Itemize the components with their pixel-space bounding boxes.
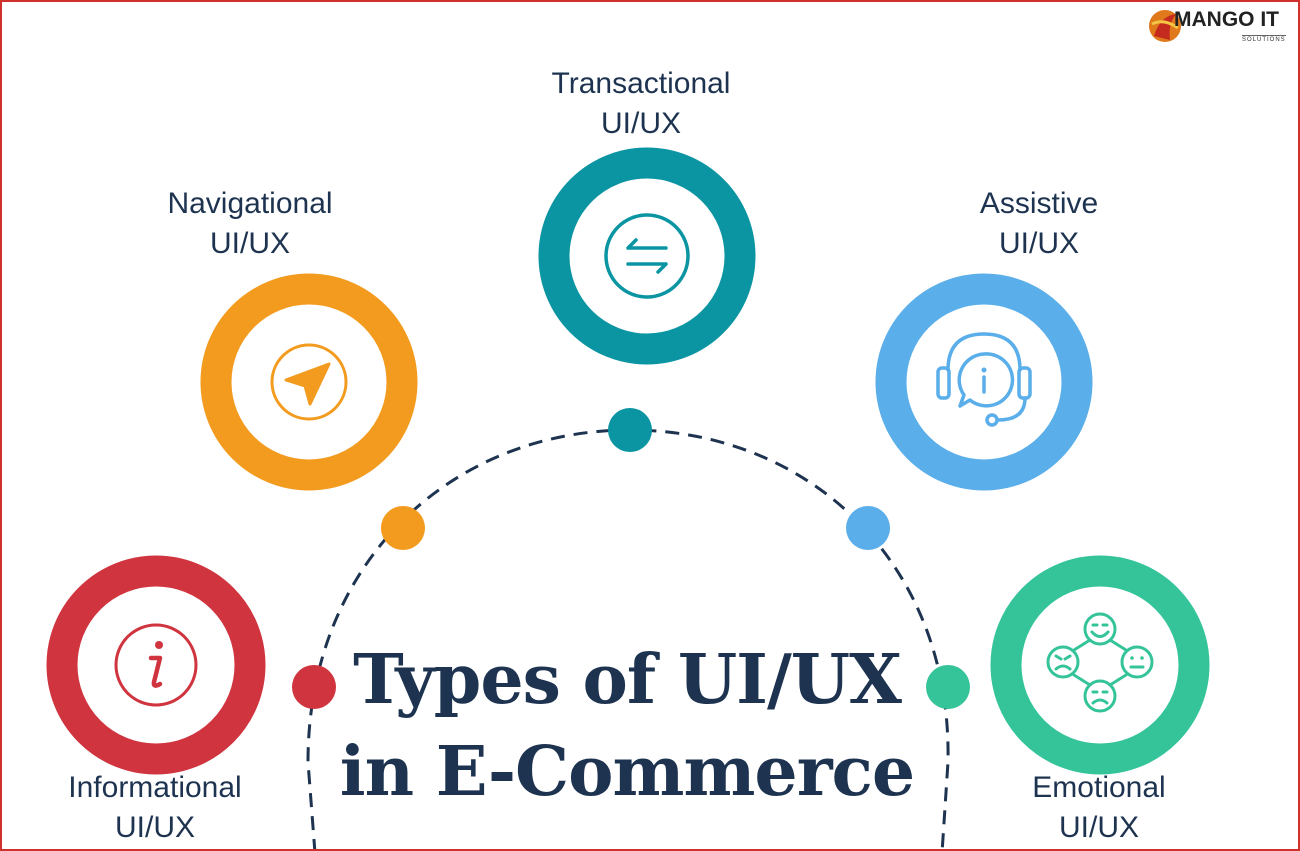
connector-dot-navigational	[381, 506, 425, 550]
label-assistive: Assistive UI/UX	[979, 187, 1099, 260]
ring-navigational	[200, 273, 418, 491]
label-navigational: Navigational UI/UX	[167, 187, 333, 260]
ring-transactional	[538, 147, 756, 365]
label-emotional: Emotional UI/UX	[1032, 771, 1166, 844]
info-icon	[114, 623, 198, 707]
logo-name: MANGO IT	[1174, 8, 1279, 31]
connector-dot-informational	[292, 665, 336, 709]
connector-dot-emotional	[926, 665, 970, 709]
label-informational: Informational UI/UX	[68, 771, 242, 844]
navigation-arrow-icon	[270, 343, 348, 421]
exchange-arrows-icon	[604, 213, 690, 299]
ring-informational	[46, 555, 266, 775]
main-title: Types of UI/UX in E-Commerce	[302, 634, 952, 818]
label-transactional: Transactional UI/UX	[551, 67, 731, 140]
logo-mark-icon	[1149, 10, 1181, 42]
emotions-faces-icon	[1046, 612, 1154, 713]
logo-tagline: SOLUTIONS	[1242, 35, 1286, 43]
connector-dot-assistive	[846, 506, 890, 550]
connector-dot-transactional	[608, 408, 652, 452]
title-line-1: Types of UI/UX	[353, 640, 902, 720]
title-line-2: in E-Commerce	[339, 732, 915, 812]
headset-support-icon	[936, 332, 1032, 427]
ring-emotional	[990, 555, 1210, 775]
company-logo: MANGO IT SOLUTIONS	[1148, 4, 1298, 48]
ring-assistive	[875, 273, 1093, 491]
